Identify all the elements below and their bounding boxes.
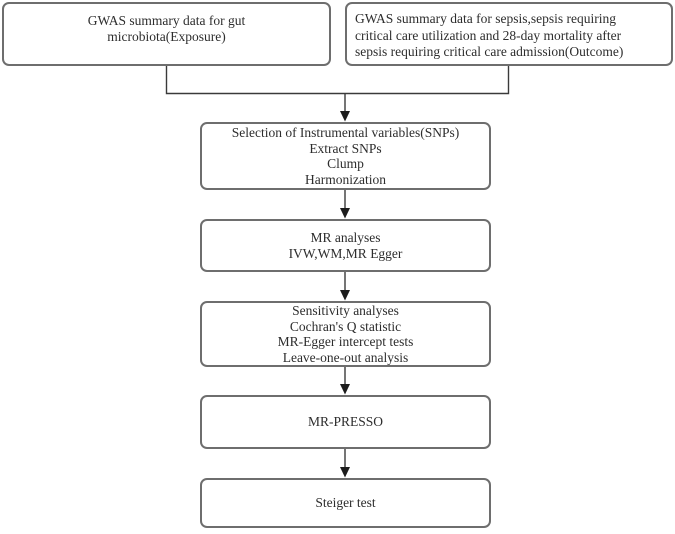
exposure-box: GWAS summary data for gut microbiota(Exp… [2, 2, 331, 66]
outcome-box: GWAS summary data for sepsis,sepsis requ… [345, 2, 673, 66]
merge-connector-line [165, 66, 510, 95]
exposure-box-line: microbiota(Exposure) [107, 29, 226, 44]
arrow-presso-to-steiger [340, 449, 350, 478]
steiger-test-box: Steiger test [200, 478, 491, 528]
arrow-sensitivity-to-presso [340, 367, 350, 395]
sensitivity-line: MR-Egger intercept tests [277, 334, 414, 349]
sensitivity-line: Cochran's Q statistic [289, 318, 402, 334]
sensitivity-line: Leave-one-out analysis [282, 349, 409, 365]
outcome-box-line: critical care utilization and 28-day mor… [355, 27, 622, 43]
snp-selection-line: Selection of Instrumental variables(SNPs… [231, 125, 460, 140]
snp-selection-line: Extract SNPs [309, 140, 382, 156]
mr-presso-box: MR-PRESSO [200, 395, 491, 449]
mr-analyses-box: MR analyses IVW,WM,MR Egger [200, 219, 491, 272]
mr-analyses-line: MR analyses [310, 229, 381, 245]
snp-selection-line: Harmonization [305, 171, 386, 187]
mr-presso-line: MR-PRESSO [307, 414, 384, 429]
exposure-box-line: GWAS summary data for gut [87, 13, 246, 28]
snp-selection-box: Selection of Instrumental variables(SNPs… [200, 122, 491, 190]
arrow-selection-to-mr [340, 190, 350, 219]
mr-analyses-line: IVW,WM,MR Egger [288, 245, 403, 261]
arrow-mr-to-sensitivity [340, 272, 350, 301]
arrow-merge-to-selection [340, 93, 350, 122]
steiger-test-line: Steiger test [315, 495, 376, 510]
outcome-box-line: sepsis requiring critical care admission… [355, 44, 624, 59]
outcome-box-line: GWAS summary data for sepsis,sepsis requ… [355, 11, 616, 26]
sensitivity-line: Sensitivity analyses [292, 303, 399, 318]
snp-selection-line: Clump [327, 156, 364, 171]
sensitivity-box: Sensitivity analyses Cochran's Q statist… [200, 301, 491, 367]
